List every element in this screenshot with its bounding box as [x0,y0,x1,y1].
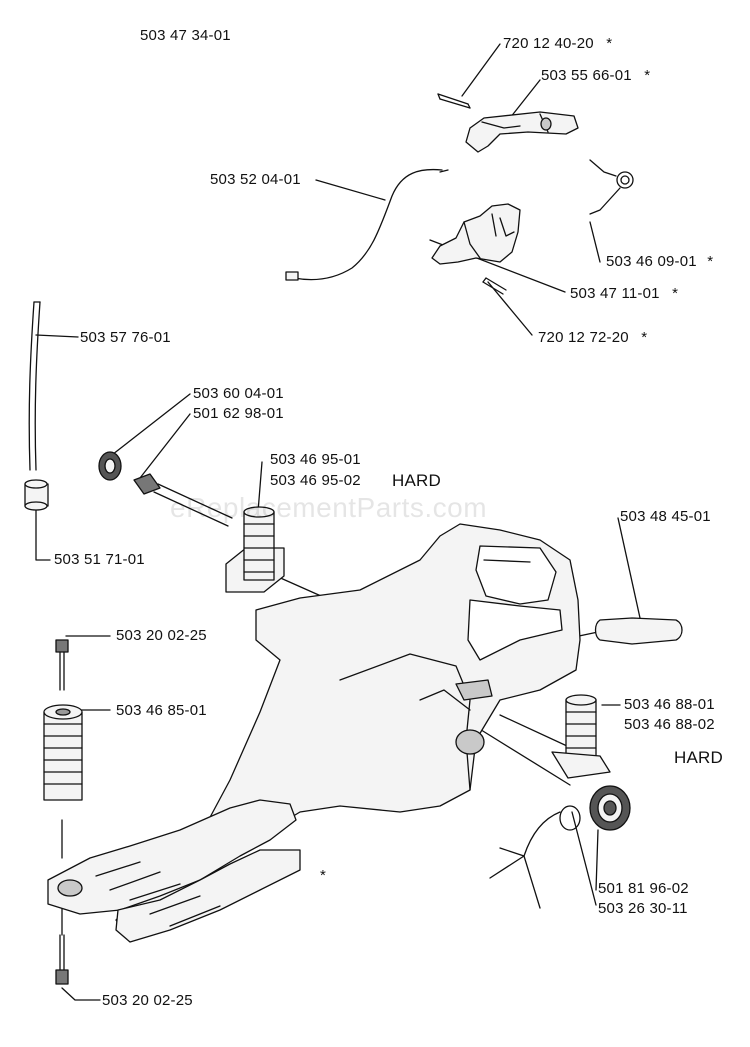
callout-720-12-40-20: 720 12 40-20 * [503,36,612,52]
callout-part-number: 720 12 72-20 [538,329,629,346]
hose-503-57-76-01 [28,301,41,471]
callout-503-60-04-01: 503 60 04-01 [193,385,284,402]
screw-bottom [55,934,69,985]
tank-cap-501-81-96-02 [589,785,631,831]
callout-503-20-02-25-top: 503 20 02-25 [116,627,207,644]
callout-part-number: 503 55 66-01 [541,67,632,84]
spring-503-46-09-01 [589,159,634,215]
callout-503-46-88-02: 503 46 88-02 [624,716,715,733]
callout-part-number: 503 47 11-01 [570,285,660,302]
callout-503-46-95-01: 503 46 95-01 [270,451,361,468]
av-spring-503-46-85-01 [43,704,83,801]
replacement-star: * [606,35,613,52]
callout-part-number: 720 12 40-20 [503,35,594,52]
assembly-number: 503 47 34-01 [140,27,231,44]
grommet-503-51-71-01 [24,479,49,511]
callout-503-46-88-01: 503 46 88-01 [624,696,715,713]
callout-503-46-95-02: 503 46 95-02 [270,472,361,489]
base-plate [47,799,301,943]
cap-503-60-04-01 [98,451,122,481]
callout-503-46-85-01: 503 46 85-01 [116,702,207,719]
throttle-cable [285,168,449,281]
replacement-star: * [641,329,648,346]
callout-part-number: 503 46 09-01 [606,253,697,270]
av-spring-503-46-95 [225,506,285,593]
throttle-trigger [465,111,579,153]
bolt-501-62-98-01 [133,473,233,527]
o-ring-strap-503-26-30-11 [489,805,581,909]
replacement-star: * [672,285,679,302]
handle-grip-503-48-45-01 [594,617,683,645]
callout-503-51-71-01: 503 51 71-01 [54,551,145,568]
replacement-star: * [707,253,714,270]
screw-top [55,639,69,691]
callout-501-62-98-01: 501 62 98-01 [193,405,284,422]
hard-note-lower: HARD [674,748,723,767]
throttle-lockout [431,203,521,265]
callout-503-48-45-01: 503 48 45-01 [620,508,711,525]
callout-503-47-11-01: 503 47 11-01 * [570,286,678,302]
callout-501-81-96-02: 501 81 96-02 [598,880,689,897]
watermark: eReplacementParts.com [170,492,488,523]
pin-720-12-72-20 [482,277,507,295]
callout-503-52-04-01: 503 52 04-01 [210,171,301,188]
callout-503-46-09-01: 503 46 09-01 * [606,254,713,270]
replacement-star: * [644,67,651,84]
callout-503-57-76-01: 503 57 76-01 [80,329,171,346]
callout-720-12-72-20: 720 12 72-20 * [538,330,647,346]
av-spring-503-46-88 [551,694,611,779]
hard-note-upper: HARD [392,471,441,490]
housing-star: * [320,867,327,884]
callout-503-26-30-11: 503 26 30-11 [598,900,688,917]
callout-503-20-02-25-bottom: 503 20 02-25 [102,992,193,1009]
pin-720-12-40-20 [437,93,471,109]
callout-503-55-66-01: 503 55 66-01 * [541,68,650,84]
